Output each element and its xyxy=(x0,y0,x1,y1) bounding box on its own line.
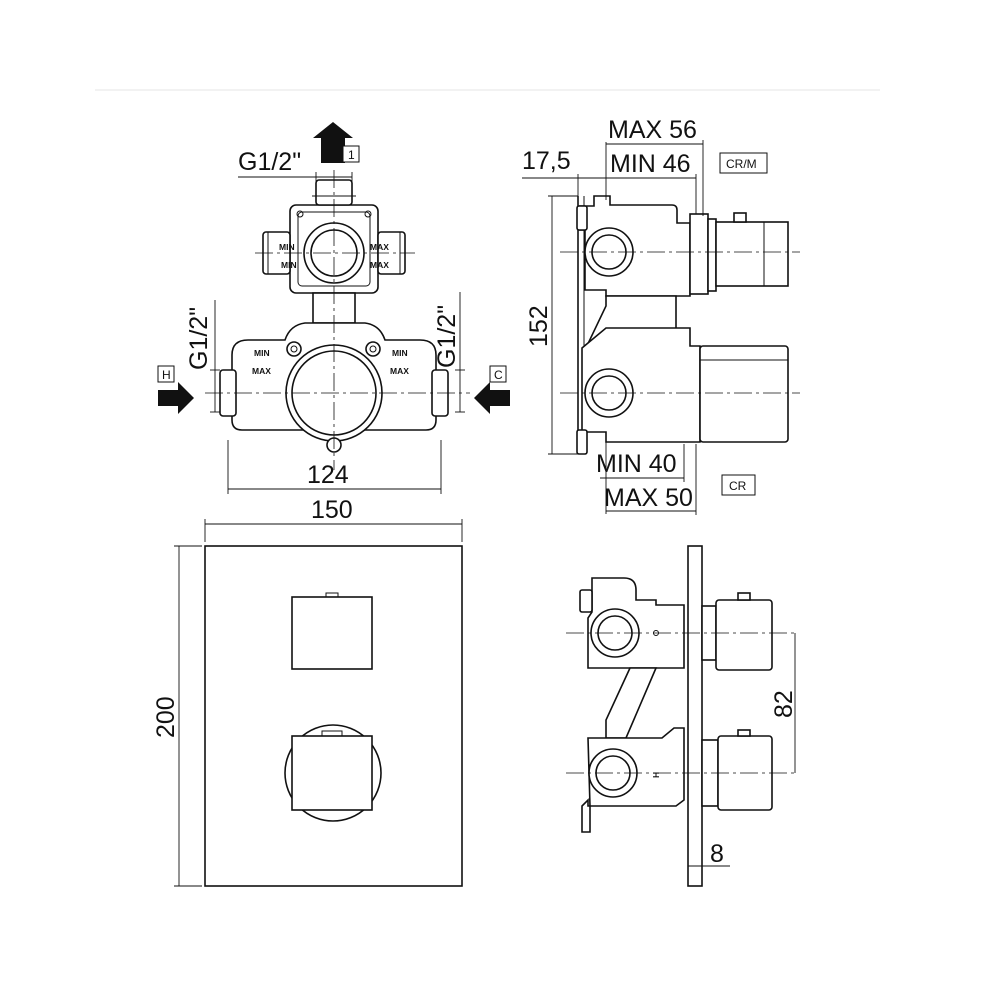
plate-width-dim: 150 xyxy=(311,496,353,524)
body-height-dim: 152 xyxy=(525,305,553,347)
hot-max-label: MAX xyxy=(252,366,271,376)
body-side-view xyxy=(560,195,800,455)
plate-side xyxy=(687,545,703,887)
outlet-arrow-icon xyxy=(313,122,360,163)
body-front-view: MIN MIN MAX MAX MIN MAX MIN MAX xyxy=(205,170,470,470)
diverter-min-label-2: MIN xyxy=(281,260,297,270)
cold-tag: C xyxy=(494,368,503,382)
hot-mark: H xyxy=(651,772,661,778)
cr-tag-box xyxy=(721,474,756,496)
min-46-dim: MIN 46 xyxy=(610,150,691,178)
hot-inlet-arrow-icon xyxy=(157,365,194,414)
cold-max-label: MAX xyxy=(390,366,409,376)
outlet-number-tag: 1 xyxy=(348,148,355,162)
plate-height-dim: 200 xyxy=(152,696,180,738)
diverter-max-label-2: MAX xyxy=(370,260,389,270)
handle-spacing-dim: 82 xyxy=(770,690,798,718)
top-thread-label: G1/2" xyxy=(238,148,301,176)
cover-plate xyxy=(204,545,463,887)
diverter-knob xyxy=(291,596,373,670)
max-50-dim: MAX 50 xyxy=(604,484,693,512)
body-width-dim: 124 xyxy=(307,461,349,489)
hot-min-label: MIN xyxy=(254,348,270,358)
diverter-max-label: MAX xyxy=(370,242,389,252)
diverter-min-label: MIN xyxy=(279,242,295,252)
plate-thickness-dim: 8 xyxy=(710,840,724,868)
right-thread-label: G1/2" xyxy=(433,305,461,368)
cold-min-label: MIN xyxy=(392,348,408,358)
left-thread-label: G1/2" xyxy=(185,307,213,370)
cold-inlet-arrow-icon xyxy=(474,365,510,414)
cr-tag: CR xyxy=(729,479,747,493)
thermostat-handle xyxy=(291,735,373,811)
offset-17-5-dim: 17,5 xyxy=(522,147,571,175)
installed-side-view: H xyxy=(566,545,795,887)
cr-m-tag-box xyxy=(719,152,768,174)
max-56-dim: MAX 56 xyxy=(608,116,697,144)
cr-m-tag: CR/M xyxy=(726,157,757,171)
front-plate-view xyxy=(204,545,463,887)
min-40-dim: MIN 40 xyxy=(596,450,677,478)
hot-tag: H xyxy=(162,368,171,382)
thermostat-rosette xyxy=(284,724,382,822)
